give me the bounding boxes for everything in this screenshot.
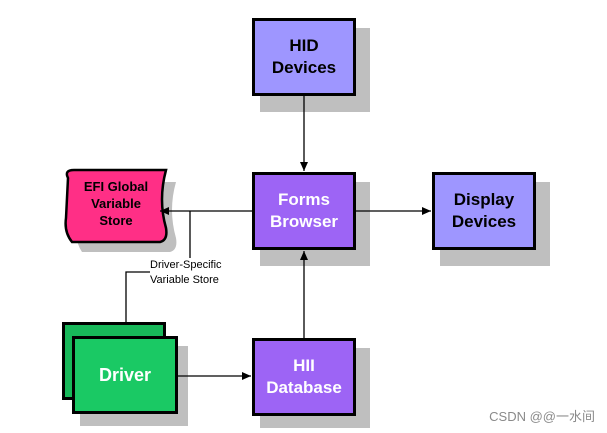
forms-browser-box: Forms Browser xyxy=(252,172,356,250)
efi-store-shape xyxy=(64,168,168,244)
driver-box: Driver xyxy=(72,336,178,414)
hid-devices-box: HID Devices xyxy=(252,18,356,96)
driver-specific-variable-store-label: Driver-Specific Variable Store xyxy=(150,258,236,288)
watermark: CSDN @@一水间 xyxy=(489,409,595,424)
hii-database-box: HII Database xyxy=(252,338,356,416)
efi-global-variable-store-label: EFI Global Variable Store xyxy=(83,179,149,228)
display-devices-box: Display Devices xyxy=(432,172,536,250)
